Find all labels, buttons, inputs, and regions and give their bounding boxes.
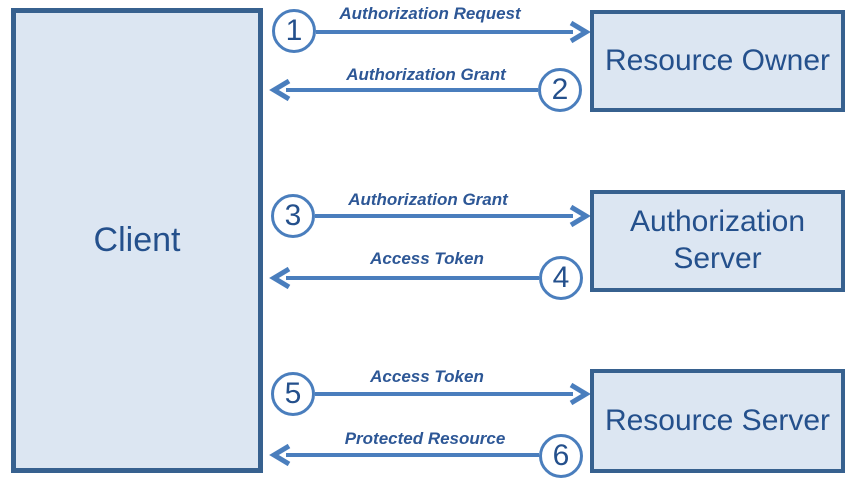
step-6-badge: 6 [539, 434, 583, 478]
resource-owner-box: Resource Owner [590, 10, 845, 112]
flow-6-label: Protected Resource [344, 429, 506, 448]
flow-1-label: Authorization Request [339, 4, 521, 23]
flow-1-arrow-right-icon [316, 20, 591, 44]
step-3-badge: 3 [271, 194, 315, 238]
client-box: Client [11, 8, 263, 473]
authorization-server-box: Authorization Server [590, 190, 845, 292]
step-2-badge: 2 [538, 68, 582, 112]
flow-4-arrow-left-icon [269, 266, 539, 290]
resource-server-label: Resource Server [604, 403, 831, 437]
flow-5-label: Access Token [370, 367, 484, 386]
authorization-server-label: Authorization Server [629, 205, 806, 275]
resource-server-box: Resource Server [590, 369, 845, 473]
flow-4-label: Access Token [370, 249, 484, 268]
resource-owner-label: Resource Owner [604, 43, 831, 77]
step-1-badge: 1 [272, 9, 316, 53]
flow-5-arrow-right-icon [315, 382, 591, 406]
flow-3-label: Authorization Grant [348, 190, 508, 209]
step-4-badge: 4 [539, 256, 583, 300]
flow-3-arrow-right-icon [315, 204, 591, 228]
step-5-badge: 5 [271, 372, 315, 416]
flow-2-arrow-left-icon [269, 78, 538, 102]
flow-6-arrow-left-icon [269, 443, 539, 467]
client-box-label: Client [93, 221, 181, 259]
flow-2-label: Authorization Grant [346, 65, 506, 84]
